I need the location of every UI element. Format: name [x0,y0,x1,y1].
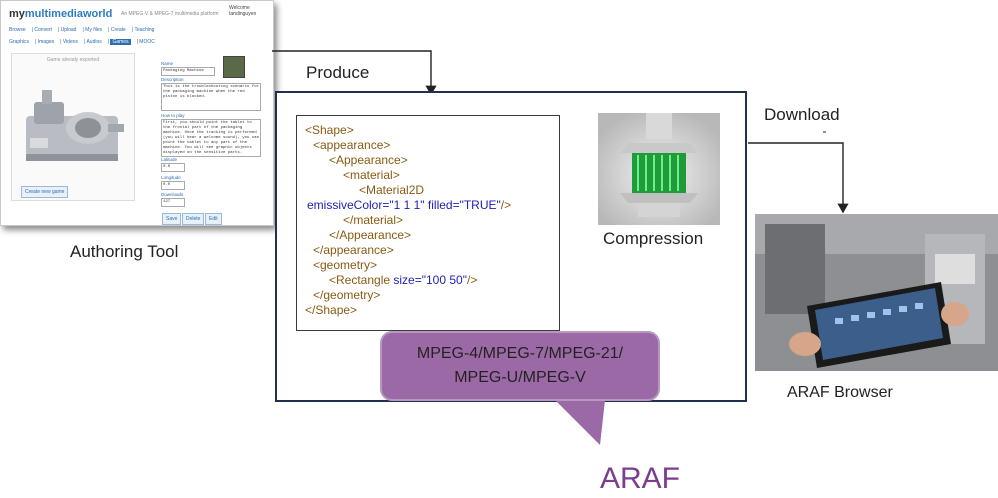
game-caption: Game already exported [46,57,100,63]
araf-browser-image [755,214,998,371]
menu-item[interactable]: Convert [34,27,52,33]
menu-item[interactable]: My files [85,27,103,33]
code-token: /> [466,273,478,287]
produce-label: Produce [306,63,370,82]
code-token: </material> [343,213,404,227]
delete-button[interactable]: Delete [182,213,205,225]
compression-label: Compression [603,229,704,248]
bifs-code-box: <Shape><appearance><Appearance><material… [296,115,560,331]
compression-image [598,113,720,225]
how-to-play-label: How to play [161,113,185,118]
araf-browser-label: ARAF Browser [787,384,893,401]
menu-item[interactable]: Browse [9,27,26,33]
standards-text: MPEG-4/MPEG-7/MPEG-21/ MPEG-U/MPEG-V [380,342,660,390]
menu-row-2: Graphics| Images| Videos| Audios| Games|… [9,39,155,45]
menu-item[interactable]: Teaching [134,27,155,33]
save-button[interactable]: Save [162,213,182,225]
menu-item[interactable]: Videos [62,39,79,45]
latitude-field[interactable]: 0.0 [161,163,185,172]
code-token: "TRUE" [459,198,501,212]
authoring-tool-label: Authoring Tool [70,242,179,261]
code-line: <material> [343,168,400,182]
authoring-tool-screenshot: mymultimediaworld An MPEG-V & MPEG-7 mul… [0,0,274,226]
code-token: "100 50" [421,273,467,287]
game-thumbnail [223,56,245,78]
longitude-label: Longitude [161,175,181,180]
name-label: Name [161,61,174,66]
code-token: </appearance> [313,243,394,257]
create-new-game-button[interactable]: Create new game [21,186,69,198]
standards-callout [380,331,660,401]
code-token: </Shape> [305,303,358,317]
code-line: </geometry> [313,288,380,302]
machine-illustration [26,90,124,161]
description-label: Description [161,77,184,82]
code-token: <geometry> [313,258,378,272]
code-token: size= [393,273,422,287]
code-line: <Appearance> [329,153,408,167]
code-line: <appearance> [313,138,390,152]
standards-line-1: MPEG-4/MPEG-7/MPEG-21/ [416,345,624,362]
downloads-label: Downloads [161,192,184,197]
site-subtitle: An MPEG-V & MPEG-7 multimedia platform [121,11,219,17]
menu-item-active[interactable]: Games [110,39,131,45]
code-line: <Material2D [359,183,424,197]
code-line: </Appearance> [329,228,411,242]
code-token: <Appearance> [329,153,408,167]
menu-item[interactable]: Audios [86,39,102,45]
how-to-play-field[interactable]: First, you should point the tablet to th… [161,119,261,157]
code-line: </Shape> [305,303,357,317]
download-arrow [748,142,849,214]
code-token: "1 1 1" [389,198,428,212]
code-token: </Appearance> [329,228,412,242]
code-token: <material> [343,168,400,182]
description-field[interactable]: This is the troubleshooting scenario for… [161,83,261,111]
menu-item[interactable]: Create [110,27,126,33]
code-token: filled= [427,198,460,212]
produce-arrow [272,50,437,96]
code-line: </material> [343,213,403,227]
name-field[interactable]: Packaging Machine [161,67,215,76]
menu-item[interactable]: MOOC [139,39,155,45]
menu-item[interactable]: Images [37,39,55,45]
code-line: emissiveColor="1 1 1" filled="TRUE"/> [307,198,511,212]
downloads-field: 127 [161,198,185,207]
code-token: <Rectangle [329,273,394,287]
code-line: <Rectangle size="100 50"/> [329,273,477,287]
download-label: Download [764,105,840,124]
logo: mymultimediaworld [9,8,113,20]
latitude-label: Latitude [161,157,178,162]
code-token: <Shape> [305,123,354,137]
code-token: <Material2D [359,183,425,197]
code-line: <Shape> [305,123,354,137]
menu-row-1: Browse| Convert| Upload| My files| Creat… [9,27,155,33]
longitude-field[interactable]: 0.0 [161,181,185,190]
code-token: /> [500,198,512,212]
code-token: emissiveColor= [307,198,390,212]
code-token: <appearance> [313,138,391,152]
code-line: </appearance> [313,243,394,257]
edit-button[interactable]: Edit [205,213,222,225]
menu-item[interactable]: Upload [60,27,77,33]
code-line: <geometry> [313,258,377,272]
code-token: </geometry> [313,288,381,302]
game-preview-card: Game already exported [11,53,135,201]
standards-line-2: MPEG-U/MPEG-V [454,369,586,386]
menu-item[interactable]: Graphics [9,39,30,45]
welcome-text: Welcome tandinguyen [229,5,257,17]
araf-title: ARAF [600,462,681,495]
